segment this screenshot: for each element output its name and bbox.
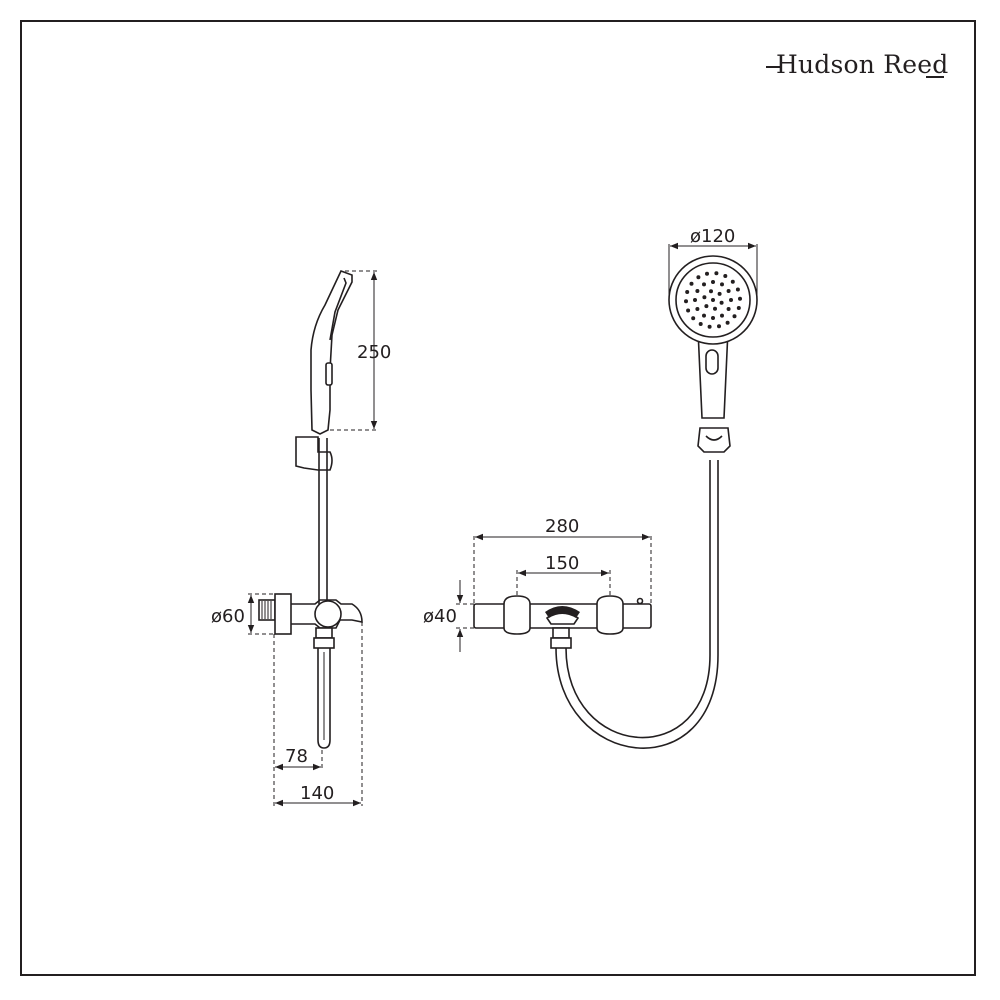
spray-nozzle — [695, 289, 700, 293]
spray-nozzle — [725, 320, 730, 325]
spray-nozzle — [729, 298, 733, 302]
spray-nozzle — [714, 271, 719, 276]
side-lower-connector — [315, 627, 333, 639]
spray-nozzle — [685, 290, 690, 294]
front-shower-face — [675, 262, 751, 338]
front-outlet-connector — [552, 627, 570, 639]
spray-nozzle — [691, 316, 696, 321]
front-shower-nozzles — [684, 271, 742, 329]
spray-nozzle — [684, 299, 688, 304]
spray-nozzle — [720, 313, 724, 318]
brand-logo-stroke-right — [926, 76, 944, 78]
spray-nozzle — [689, 281, 694, 286]
front-handle-left — [503, 595, 531, 635]
spray-nozzle — [711, 316, 715, 320]
spray-nozzle — [686, 308, 691, 313]
spray-nozzle — [736, 306, 741, 310]
side-lower-connector-nut — [313, 637, 335, 649]
spray-nozzle — [711, 280, 715, 284]
drawing-sheet-border — [20, 20, 976, 976]
spray-nozzle — [705, 271, 709, 276]
spray-nozzle — [726, 307, 731, 311]
spray-nozzle — [713, 306, 717, 311]
spray-nozzle — [702, 295, 707, 300]
front-hose-inner — [565, 460, 711, 739]
side-holder-bracket — [295, 436, 333, 471]
spray-nozzle — [719, 300, 724, 305]
side-wall-flange — [274, 593, 292, 635]
spray-nozzle — [704, 304, 709, 309]
spray-nozzle — [711, 298, 715, 302]
side-wall-flange-nut — [258, 599, 276, 621]
front-handle-right — [596, 595, 624, 635]
spray-nozzle — [720, 282, 724, 287]
front-hose-outer — [555, 460, 719, 749]
side-lower-hose — [317, 648, 331, 749]
front-outlet-nut — [550, 637, 572, 649]
side-control-knob — [314, 600, 342, 628]
spray-nozzle — [707, 324, 712, 329]
dim-projection-long: 140 — [300, 783, 334, 804]
spray-nozzle — [698, 322, 703, 326]
spray-nozzle — [695, 307, 700, 311]
front-indicator-dot — [636, 597, 644, 605]
front-holder-clip — [705, 435, 723, 441]
front-view: ø120 280 150 ø40 — [423, 226, 758, 749]
front-handset-button — [705, 349, 719, 375]
dim-shower-head-diameter: ø120 — [690, 226, 735, 247]
spray-nozzle — [702, 313, 706, 318]
dim-handset-height: 250 — [357, 342, 391, 363]
spray-nozzle — [726, 289, 731, 293]
front-spout-rim — [545, 611, 580, 625]
spray-nozzle — [735, 287, 740, 292]
spray-nozzle — [732, 314, 737, 319]
side-handset-button — [325, 362, 333, 386]
dim-body-diameter: ø40 — [423, 606, 457, 627]
side-handset-face — [329, 277, 347, 341]
dim-handle-centres: 150 — [545, 553, 579, 574]
spray-nozzle — [693, 298, 697, 302]
side-mixer-body — [291, 599, 363, 629]
dim-projection-short: 78 — [285, 746, 308, 767]
side-view: 250 ø60 78 140 — [211, 269, 391, 807]
spray-nozzle — [709, 289, 713, 294]
spray-nozzle — [738, 296, 742, 301]
brand-name: Hudson Reed — [776, 50, 949, 79]
spray-nozzle — [702, 282, 706, 287]
brand-logo: Hudson Reed — [760, 50, 960, 90]
spray-nozzle — [730, 279, 735, 284]
spray-nozzle — [717, 324, 721, 329]
brand-logo-stroke-left — [766, 66, 780, 68]
dim-wall-flange-diameter: ø60 — [211, 606, 245, 627]
side-wall-flange-thread — [261, 601, 272, 619]
side-handset-outline — [310, 269, 353, 435]
spray-nozzle — [723, 274, 728, 278]
spray-nozzle — [717, 291, 722, 296]
spray-nozzle — [696, 275, 701, 280]
dim-overall-width: 280 — [545, 516, 579, 537]
